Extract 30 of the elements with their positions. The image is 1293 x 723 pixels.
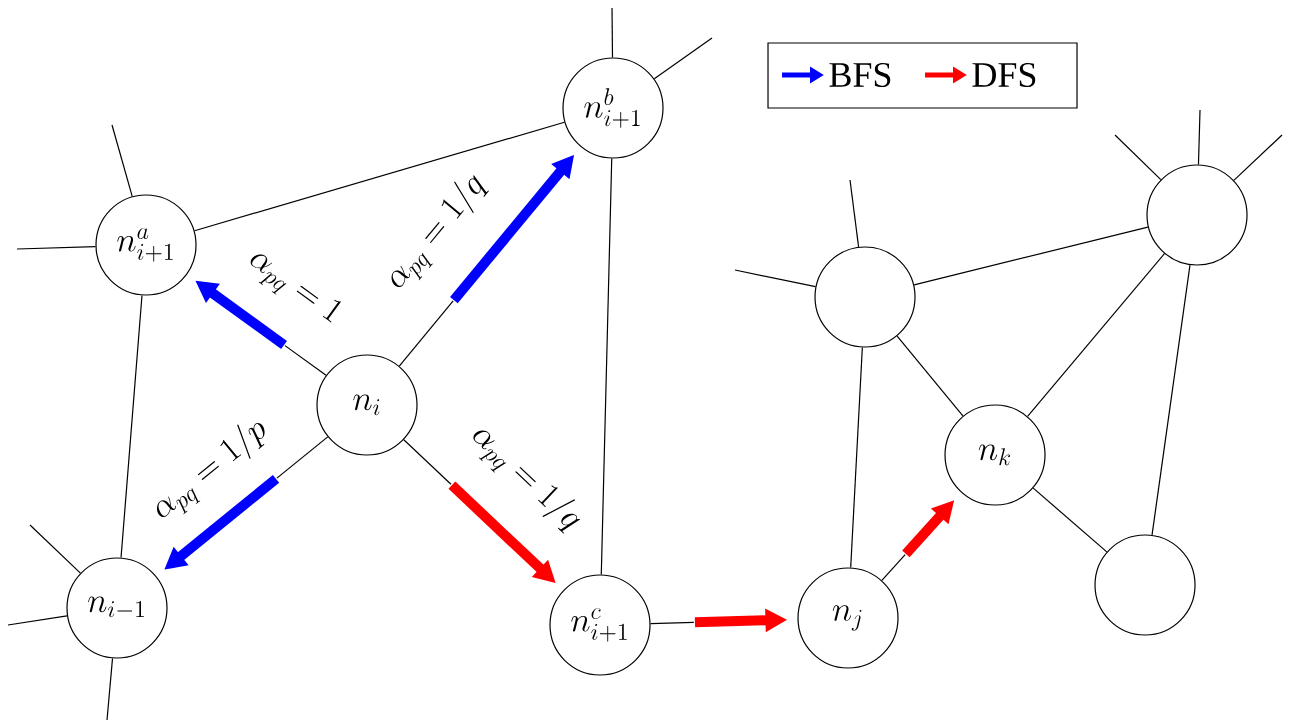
edge-line bbox=[1032, 487, 1108, 553]
legend-label: DFS bbox=[972, 62, 1036, 88]
empty-circle bbox=[1146, 164, 1248, 266]
edge-line bbox=[106, 657, 114, 721]
edge-line bbox=[1027, 253, 1166, 417]
edge-line bbox=[7, 615, 68, 626]
edge-line bbox=[1151, 264, 1191, 536]
edge-line bbox=[1233, 134, 1283, 181]
edge-line bbox=[600, 158, 613, 575]
edge-label: $\alpha_{pq} = 1/p$ bbox=[156, 422, 265, 518]
edge-line bbox=[120, 294, 143, 559]
edge-line bbox=[896, 335, 964, 417]
edge-line bbox=[653, 37, 713, 80]
empty-circle bbox=[814, 246, 916, 348]
edge-label: $\alpha_{pq} = 1/q$ bbox=[473, 430, 581, 534]
legend-label: BFS bbox=[829, 62, 891, 88]
edge-line bbox=[850, 346, 863, 569]
edge-line bbox=[611, 7, 614, 58]
empty-circle bbox=[1094, 534, 1196, 636]
edge-line bbox=[1197, 109, 1201, 165]
edge-line bbox=[1114, 134, 1162, 181]
edge-line bbox=[913, 226, 1149, 286]
edge-line bbox=[734, 269, 817, 288]
edge-label: $\alpha_{pq} = 1/q$ bbox=[391, 175, 489, 288]
edge-label: $\alpha_{pq} = 1$ bbox=[250, 254, 341, 323]
edge-line bbox=[849, 179, 860, 248]
edge-line bbox=[29, 524, 81, 574]
edge-line bbox=[16, 245, 97, 250]
edge-line bbox=[111, 124, 133, 197]
edge-line bbox=[193, 121, 566, 232]
